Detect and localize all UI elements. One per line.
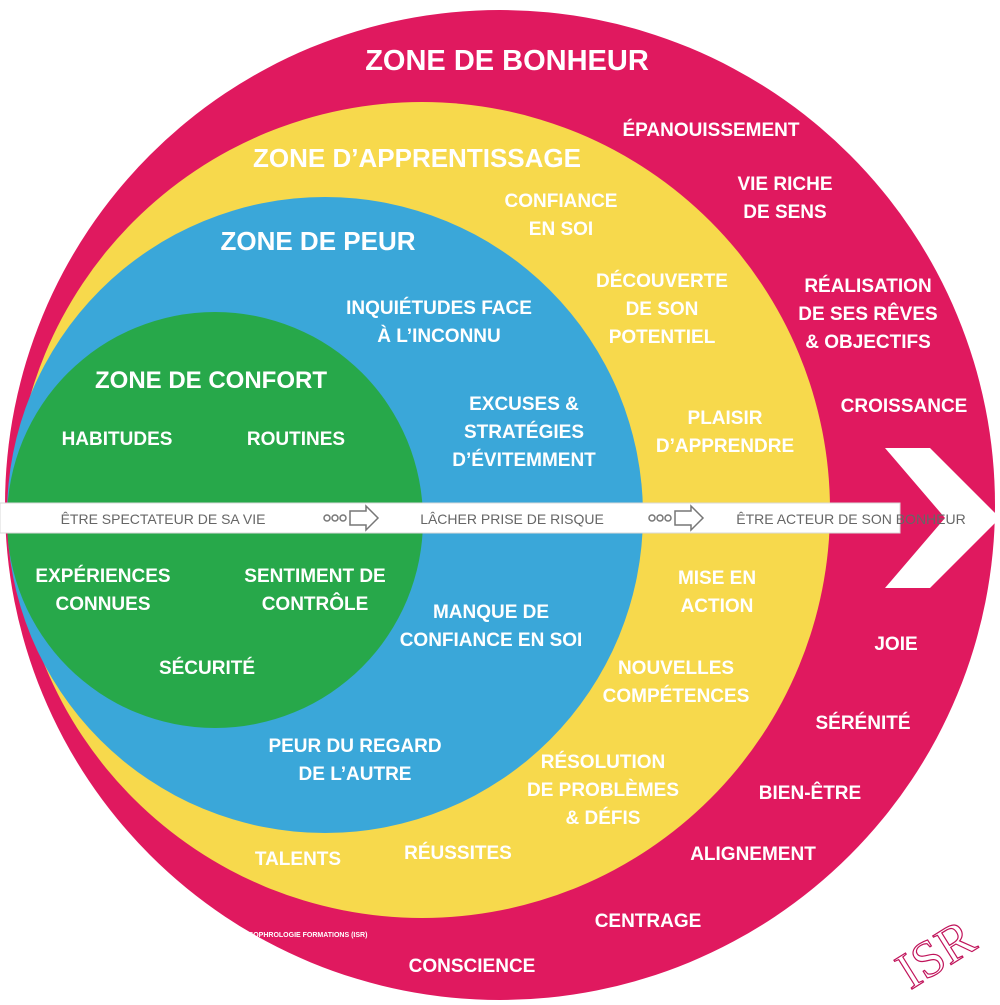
apprentissage-item: RÉSOLUTION <box>541 751 666 773</box>
peur-item: MANQUE DE <box>433 602 549 623</box>
bonheur-item: & OBJECTIFS <box>805 332 931 353</box>
peur-item: D’ÉVITEMMENT <box>452 449 596 471</box>
arrow-glyph-2 <box>648 504 705 532</box>
peur-item: À L’INCONNU <box>377 325 501 347</box>
apprentissage-item: & DÉFIS <box>566 807 641 829</box>
confort-item: SÉCURITÉ <box>159 657 255 679</box>
apprentissage-item: COMPÉTENCES <box>603 685 750 707</box>
bonheur-item: SÉRÉNITÉ <box>815 712 910 734</box>
arrow-label-left: ÊTRE SPECTATEUR DE SA VIE <box>61 511 266 527</box>
arrow-glyph-1 <box>323 504 380 532</box>
confort-item: EXPÉRIENCES <box>35 565 170 587</box>
bonheur-item: CROISSANCE <box>841 396 968 417</box>
apprentissage-item: MISE EN <box>678 568 756 589</box>
progress-arrow <box>0 448 1000 588</box>
peur-item: PEUR DU REGARD <box>268 736 441 757</box>
arrow-label-right: ÊTRE ACTEUR DE SON BONHEUR <box>736 511 965 527</box>
confort-item: HABITUDES <box>62 429 173 450</box>
apprentissage-item: DE SON <box>626 299 699 320</box>
bonheur-item: CONSCIENCE <box>409 956 536 977</box>
bonheur-item: DE SENS <box>743 202 826 223</box>
peur-item: INQUIÉTUDES FACE <box>346 297 532 319</box>
bonheur-item: CENTRAGE <box>595 911 702 932</box>
isr-logo: ISR <box>886 908 986 1001</box>
confort-item: ROUTINES <box>247 429 345 450</box>
peur-item: DE L’AUTRE <box>299 764 412 785</box>
apprentissage-item: DÉCOUVERTE <box>596 270 728 292</box>
bonheur-item: VIE RICHE <box>737 174 832 195</box>
bonheur-item: RÉALISATION <box>804 275 931 297</box>
credit-text: SOPHROLOGIE FORMATIONS (ISR) <box>249 932 368 939</box>
apprentissage-item: PLAISIR <box>688 408 763 429</box>
apprentissage-item: EN SOI <box>529 219 593 240</box>
zone-apprentissage-title: ZONE D’APPRENTISSAGE <box>253 143 581 173</box>
peur-item: STRATÉGIES <box>464 421 584 443</box>
peur-item: EXCUSES & <box>469 394 579 415</box>
zone-peur-title: ZONE DE PEUR <box>220 226 415 256</box>
zone-bonheur-title: ZONE DE BONHEUR <box>365 45 649 77</box>
peur-item: CONFIANCE EN SOI <box>400 630 583 651</box>
confort-item: CONTRÔLE <box>262 593 369 615</box>
bonheur-item: DE SES RÊVES <box>798 303 937 325</box>
bonheur-item: ALIGNEMENT <box>690 844 816 865</box>
confort-item: CONNUES <box>55 594 150 615</box>
apprentissage-item: NOUVELLES <box>618 658 734 679</box>
apprentissage-item: TALENTS <box>255 849 341 870</box>
bonheur-item: ÉPANOUISSEMENT <box>622 119 799 141</box>
bonheur-item: JOIE <box>874 634 917 655</box>
apprentissage-item: ACTION <box>681 596 754 617</box>
apprentissage-item: D’APPRENDRE <box>656 436 794 457</box>
apprentissage-item: POTENTIEL <box>609 327 716 348</box>
arrow-label-middle: LÂCHER PRISE DE RISQUE <box>420 511 604 527</box>
confort-item: SENTIMENT DE <box>244 566 385 587</box>
apprentissage-item: DE PROBLÈMES <box>527 779 679 801</box>
bonheur-item: BIEN-ÊTRE <box>759 782 861 804</box>
apprentissage-item: RÉUSSITES <box>404 842 512 864</box>
apprentissage-item: CONFIANCE <box>505 191 618 212</box>
zone-confort-title: ZONE DE CONFORT <box>95 367 327 394</box>
